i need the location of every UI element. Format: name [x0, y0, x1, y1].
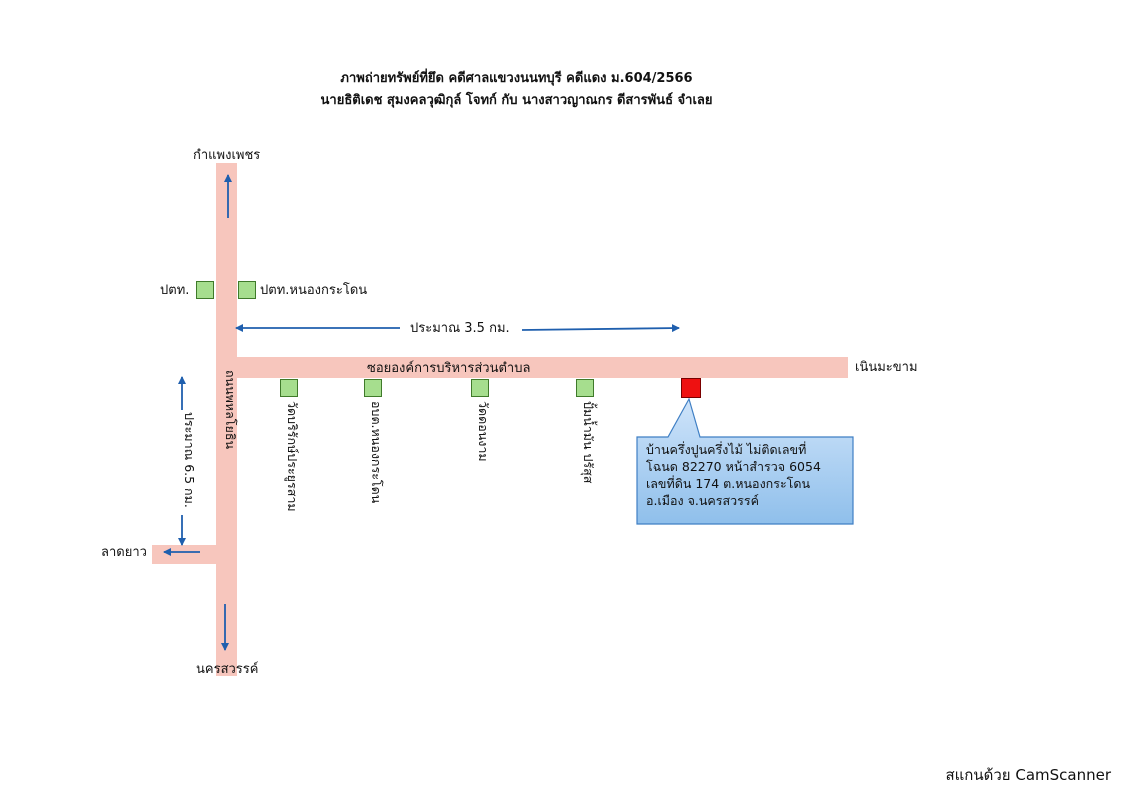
callout-bubble: [636, 397, 854, 525]
callout-line2: โฉนด 82270 หน้าสำรวจ 6054: [646, 459, 821, 474]
side-landmark-marker: [280, 379, 298, 397]
landmark-left-marker: [196, 281, 214, 299]
side-landmark-marker: [576, 379, 594, 397]
west-destination-label: ลาดยาว: [101, 545, 147, 560]
side-landmark-label: วัดดอนงาม: [476, 401, 491, 462]
west-branch-road: [152, 545, 237, 564]
callout-line4: อ.เมือง จ.นครสวรรค์: [646, 493, 759, 508]
main-road-label: ถนนพหลโยธิน: [223, 370, 238, 450]
scanner-watermark: สแกนด้วย CamScanner: [945, 766, 1111, 784]
north-destination-label: กำแพงเพชร: [193, 148, 261, 163]
landmark-right-label: ปตท.หนองกระโดน: [260, 283, 368, 298]
landmark-right-marker: [238, 281, 256, 299]
property-callout: บ้านครึ่งปูนครึ่งไม้ ไม่ติดเลขที่ โฉนด 8…: [646, 441, 851, 509]
side-road-label: ซอยองค์การบริหารส่วนตำบล: [367, 361, 531, 376]
callout-line3: เลขที่ดิน 174 ต.หนองกระโดน: [646, 476, 811, 491]
east-destination-label: เนินมะขาม: [855, 360, 918, 375]
side-landmark-label: อบต.หนองกระโดน: [369, 401, 384, 504]
side-landmark-marker: [471, 379, 489, 397]
south-destination-label: นครสวรรค์: [196, 662, 259, 677]
side-landmark-label: วัดบริรักษ์ประยูรสาม: [285, 401, 300, 512]
header-title-line2: นายธิติเดช สุมงคลวุฒิกุล์ โจทก์ กับ นางส…: [320, 93, 713, 108]
arrow-distance-right-icon: [521, 324, 680, 333]
property-marker: [681, 378, 701, 398]
side-road: [216, 357, 848, 378]
header-title-line1: ภาพถ่ายทรัพย์ที่ยึด คดีศาลแขวงนนทบุรี คด…: [340, 71, 693, 86]
distance-vertical-label: ประมาณ 6.5 กม.: [182, 412, 197, 508]
callout-line1: บ้านครึ่งปูนครึ่งไม้ ไม่ติดเลขที่: [646, 442, 807, 457]
side-landmark-label: ปั้มน้ำมัน ปรัสุส: [581, 401, 596, 484]
side-landmark-marker: [364, 379, 382, 397]
landmark-left-label: ปตท.: [160, 283, 190, 298]
distance-horizontal-label: ประมาณ 3.5 กม.: [410, 321, 510, 336]
